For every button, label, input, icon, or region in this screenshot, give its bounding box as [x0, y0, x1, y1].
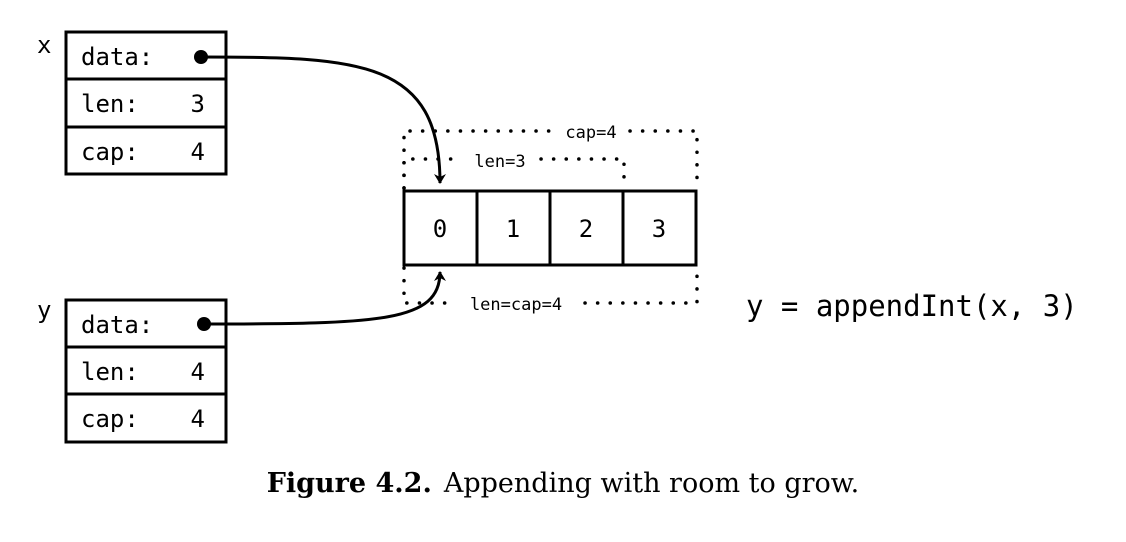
figure-caption: Figure 4.2. Appending with room to grow. — [0, 468, 1126, 499]
array-cell-1: 1 — [506, 215, 520, 243]
x-len-label: len: — [81, 90, 139, 118]
code-expression: y = appendInt(x, 3) — [746, 289, 1078, 323]
y-cap-value: 4 — [191, 405, 205, 433]
x-data-label: data: — [81, 43, 153, 71]
x-cap-label: cap: — [81, 138, 139, 166]
array-cell-2: 2 — [579, 215, 593, 243]
y-len-cap-bracket-label: len=cap=4 — [470, 295, 562, 315]
var-x-struct: data: len: 3 cap: 4 — [64, 30, 228, 176]
array-cell-3: 3 — [652, 215, 666, 243]
x-len-value: 3 — [191, 90, 205, 118]
var-y-name: y — [37, 296, 51, 324]
y-cap-label: cap: — [81, 405, 139, 433]
x-len-bracket-label: len=3 — [474, 152, 525, 172]
figure-caption-label: Figure 4.2. — [266, 468, 432, 499]
figure-caption-text: Appending with room to grow. — [443, 468, 860, 499]
x-cap-bracket: cap=4 — [402, 123, 699, 190]
y-len-label: len: — [81, 358, 139, 386]
x-cap-bracket-label: cap=4 — [565, 123, 616, 143]
y-data-label: data: — [81, 311, 153, 339]
x-data-pointer-arrow — [200, 55, 446, 184]
x-cap-value: 4 — [191, 138, 205, 166]
y-len-value: 4 — [191, 358, 205, 386]
y-len-cap-bracket: len=cap=4 — [402, 266, 699, 315]
x-len-bracket: len=3 — [402, 152, 626, 190]
var-y-struct: data: len: 4 cap: 4 — [64, 298, 228, 444]
array-cells: 0 1 2 3 — [402, 189, 698, 267]
var-x-name: x — [37, 31, 51, 59]
y-data-pointer-arrow — [203, 271, 446, 326]
array-cell-0: 0 — [433, 215, 447, 243]
